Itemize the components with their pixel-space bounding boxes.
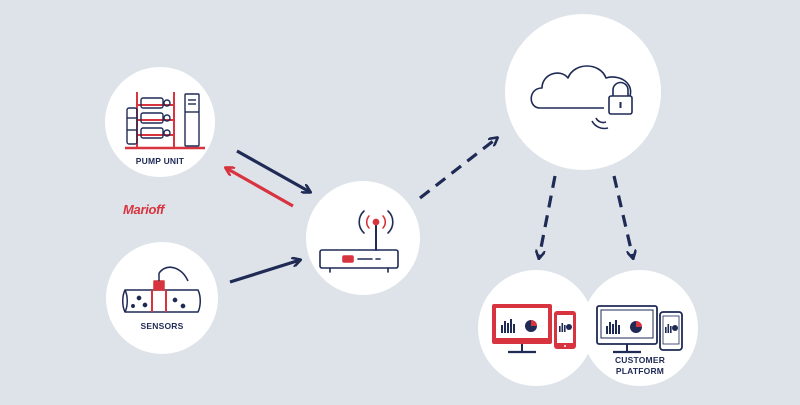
monitor-red-icon — [492, 304, 576, 354]
router-icon — [319, 210, 399, 273]
arrow-gateway-to-pump — [226, 168, 294, 208]
arrow-gateway-to-cloud — [419, 138, 497, 200]
arrow-cloud-to-monitor — [539, 175, 557, 258]
sensors-node — [106, 242, 218, 354]
pump-unit-icon — [125, 92, 205, 150]
arrows — [226, 138, 633, 284]
cloud-lock-icon — [530, 65, 633, 130]
pump-unit-label: PUMP UNIT — [135, 156, 185, 166]
arrow-sensors-to-gateway — [229, 260, 300, 284]
arrow-cloud-to-platform — [612, 175, 633, 258]
arrow-pump-to-gateway — [236, 149, 310, 192]
monitor-navy-icon — [596, 305, 683, 354]
brand-logo: Marioff — [123, 202, 164, 217]
gateway-node — [306, 181, 420, 295]
cloud-node — [505, 14, 661, 170]
pipe-sensor-icon — [122, 266, 201, 313]
sensors-label: SENSORS — [140, 321, 184, 331]
customer-platform-label-line2: PLATFORM — [615, 366, 665, 376]
customer-platform-label-line1: CUSTOMER — [614, 355, 666, 365]
